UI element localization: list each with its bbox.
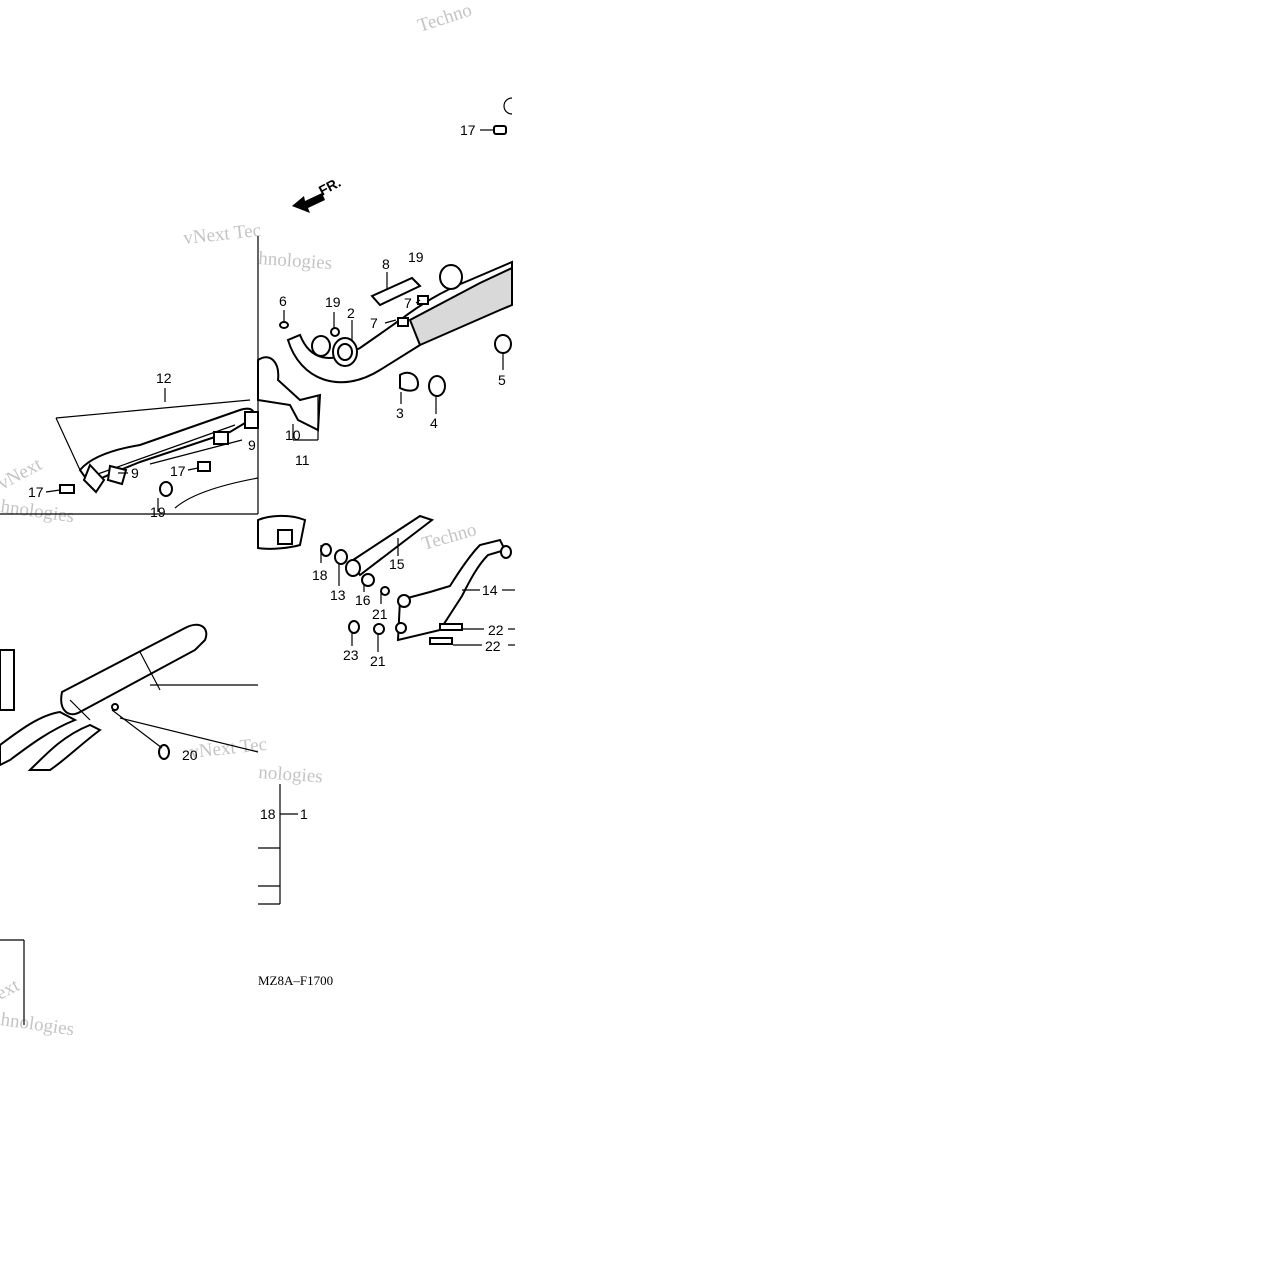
diagram-code: MZ8A–F1700 (258, 973, 333, 988)
callout-4: 4 (430, 415, 438, 431)
callout-2: 2 (347, 305, 355, 321)
callout-14: 14 (482, 582, 498, 598)
watermark: Techno (420, 519, 479, 555)
callout-18: 18 (260, 806, 276, 822)
watermark: nologies (258, 762, 324, 787)
muffler-lower (0, 623, 259, 771)
watermark: hnologies (0, 1009, 75, 1040)
watermark: vNext Tec (182, 220, 262, 249)
watermark: hnologies (0, 496, 75, 527)
leader-lines (45, 272, 515, 652)
callout-9: 9 (248, 437, 256, 453)
callout-20: 20 (182, 747, 198, 763)
callout-18: 18 (312, 567, 328, 583)
callout-19: 19 (150, 504, 166, 520)
callout-22: 22 (488, 622, 504, 638)
front-direction-arrow: FR. (292, 174, 343, 213)
callout-17: 17 (460, 122, 476, 138)
callout-3: 3 (396, 405, 404, 421)
bracket-assembly (257, 514, 512, 645)
callout-21: 21 (370, 653, 386, 669)
callout-10: 10 (285, 427, 301, 443)
heat-shield (55, 399, 259, 509)
callout-17: 17 (28, 484, 44, 500)
callout-6: 6 (279, 293, 287, 309)
callout-16: 16 (355, 592, 371, 608)
callout-17: 17 (170, 463, 186, 479)
callout-7: 7 (370, 315, 378, 331)
callout-labels: 17 8 19 6 19 2 7 7 5 12 3 4 9 10 11 9 17… (28, 122, 506, 822)
callout-13: 13 (330, 587, 346, 603)
callout-19: 19 (408, 249, 424, 265)
watermark: Techno (415, 0, 474, 37)
callout-12: 12 (156, 370, 172, 386)
top-bolt-group (480, 97, 513, 135)
callout-5: 5 (498, 372, 506, 388)
callout-22: 22 (485, 638, 501, 654)
callout-9: 9 (131, 465, 139, 481)
callout-21: 21 (372, 606, 388, 622)
callout-1: 1 (300, 806, 308, 822)
part-1-bracket (0, 784, 298, 1025)
watermarks: Techno vNext Tec hnologies vNext hnologi… (0, 0, 479, 1040)
callout-7: 7 (404, 295, 412, 311)
callout-8: 8 (382, 256, 390, 272)
exhaust-pipe-upper (257, 260, 513, 432)
watermark: hnologies (258, 248, 333, 274)
callout-19: 19 (325, 294, 341, 310)
callout-23: 23 (343, 647, 359, 663)
watermark: ext (0, 975, 23, 1005)
callout-11: 11 (295, 452, 310, 468)
callout-15: 15 (389, 556, 405, 572)
